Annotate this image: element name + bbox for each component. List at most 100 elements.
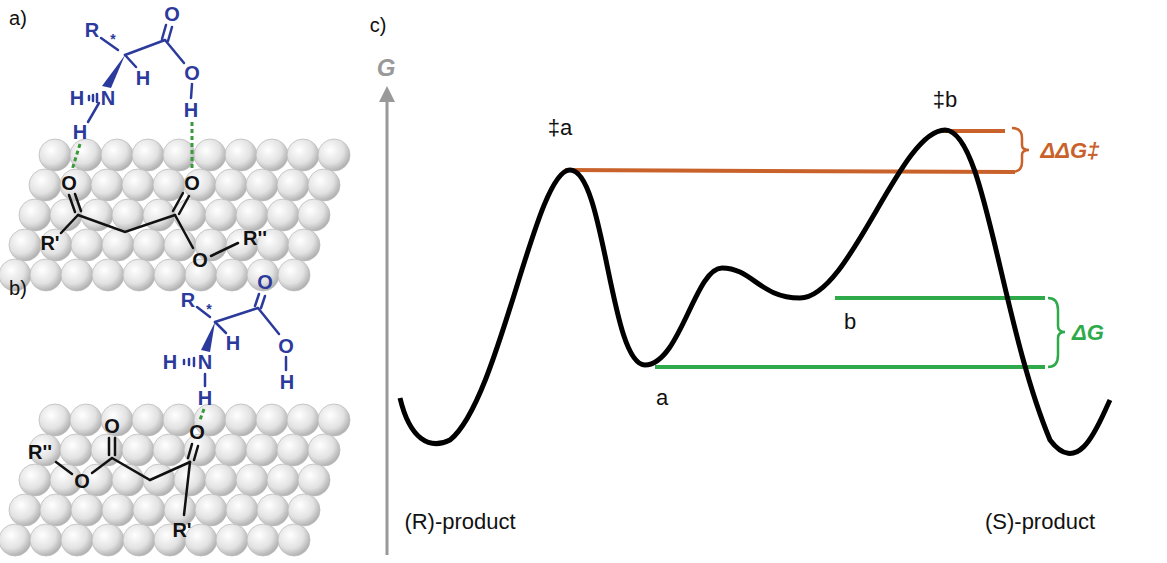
surface-atom xyxy=(163,139,195,171)
metal-surface xyxy=(0,139,350,291)
surface-atom xyxy=(19,464,51,496)
bracket xyxy=(1012,128,1029,172)
surface-atom xyxy=(133,229,165,261)
surface-atom xyxy=(318,139,350,171)
atom-label: O xyxy=(257,272,273,292)
surface-atom xyxy=(318,404,350,436)
atom-label: H xyxy=(280,372,294,392)
atom-label: O xyxy=(184,173,200,193)
surface-atom xyxy=(154,259,186,291)
atom-label: R xyxy=(85,20,99,40)
surface-atom xyxy=(40,494,72,526)
energy-difference: ΔΔG‡ xyxy=(1041,140,1100,162)
atom-label: R' xyxy=(40,233,59,253)
ketoester-bonds xyxy=(56,438,198,515)
surface-atom xyxy=(278,524,310,556)
surface-atom xyxy=(0,524,31,556)
surface-atom xyxy=(133,494,165,526)
surface-atom xyxy=(194,139,226,171)
panel-label: b) xyxy=(9,278,27,298)
atom-label: R xyxy=(181,290,195,310)
surface-atom xyxy=(256,139,288,171)
surface-atom xyxy=(132,404,164,436)
atom-label: R'' xyxy=(243,228,267,248)
surface-atom xyxy=(288,494,320,526)
atom-label: R'' xyxy=(28,442,52,462)
surface-atom xyxy=(112,464,144,496)
energy-difference: ΔG xyxy=(1072,322,1104,344)
surface-atom xyxy=(132,139,164,171)
atom-label: O xyxy=(61,173,77,193)
surface-atom xyxy=(102,229,134,261)
surface-atom xyxy=(298,464,330,496)
amino-acid-bonds xyxy=(88,25,192,122)
surface-atom xyxy=(9,229,41,261)
surface-atom xyxy=(205,464,237,496)
surface-atom xyxy=(39,139,71,171)
surface-atom xyxy=(287,404,319,436)
amino-acid-bonds xyxy=(184,294,286,386)
surface-atom xyxy=(205,199,237,231)
surface-atom xyxy=(216,524,248,556)
atom-label: H xyxy=(226,333,240,353)
surface-atom xyxy=(71,494,103,526)
atom-label: N xyxy=(101,88,115,108)
atom-label: H xyxy=(198,388,212,408)
surface-atom xyxy=(9,494,41,526)
state-label: b xyxy=(844,311,856,333)
surface-atom xyxy=(71,229,103,261)
surface-atom xyxy=(61,524,93,556)
surface-atom xyxy=(143,199,175,231)
stereo-mark: * xyxy=(206,302,211,316)
energy-profile xyxy=(400,130,1110,453)
surface-atom xyxy=(267,464,299,496)
surface-atom xyxy=(101,139,133,171)
surface-atom xyxy=(70,404,102,436)
bracket xyxy=(1048,298,1065,367)
atom-label: H xyxy=(163,352,177,372)
state-label: ‡a xyxy=(548,117,572,139)
surface-atom xyxy=(40,229,72,261)
surface-atom xyxy=(30,524,62,556)
surface-atom xyxy=(101,404,133,436)
surface-atom xyxy=(288,229,320,261)
surface-atom xyxy=(225,139,257,171)
surface-atom xyxy=(308,434,340,466)
stereo-mark: * xyxy=(110,32,115,46)
surface-atom xyxy=(19,199,51,231)
surface-atom xyxy=(195,494,227,526)
atom-label: O xyxy=(192,250,208,270)
state-label: a xyxy=(656,387,668,409)
atom-label: O xyxy=(74,471,90,491)
surface-atom xyxy=(216,259,248,291)
surface-atom xyxy=(91,169,123,201)
surface-atom xyxy=(61,259,93,291)
surface-atom xyxy=(92,524,124,556)
state-label: ‡b xyxy=(933,89,957,111)
intermediate-level xyxy=(835,296,1045,300)
surface-atom xyxy=(308,169,340,201)
atom-label: H xyxy=(184,100,198,120)
surface-atom xyxy=(215,434,247,466)
surface-atom xyxy=(60,434,92,466)
ketoester-bonds xyxy=(61,193,238,256)
surface-atom xyxy=(236,464,268,496)
surface-atom xyxy=(247,259,279,291)
energy-axis xyxy=(379,86,395,555)
surface-atom xyxy=(30,259,62,291)
atom-label: H xyxy=(73,122,87,142)
surface-atom xyxy=(39,404,71,436)
surface-atom xyxy=(226,494,258,526)
panel-label: c) xyxy=(370,15,387,35)
atom-label: R' xyxy=(172,520,191,540)
surface-atom xyxy=(123,259,155,291)
surface-atom xyxy=(215,169,247,201)
surface-atom xyxy=(123,524,155,556)
hydrogen-bond xyxy=(72,122,192,170)
intermediate-level xyxy=(655,365,1045,369)
atom-label: O xyxy=(278,336,294,356)
axis-label: G xyxy=(377,56,396,80)
surface-atom xyxy=(277,169,309,201)
surface-atom xyxy=(122,434,154,466)
surface-atom xyxy=(278,259,310,291)
